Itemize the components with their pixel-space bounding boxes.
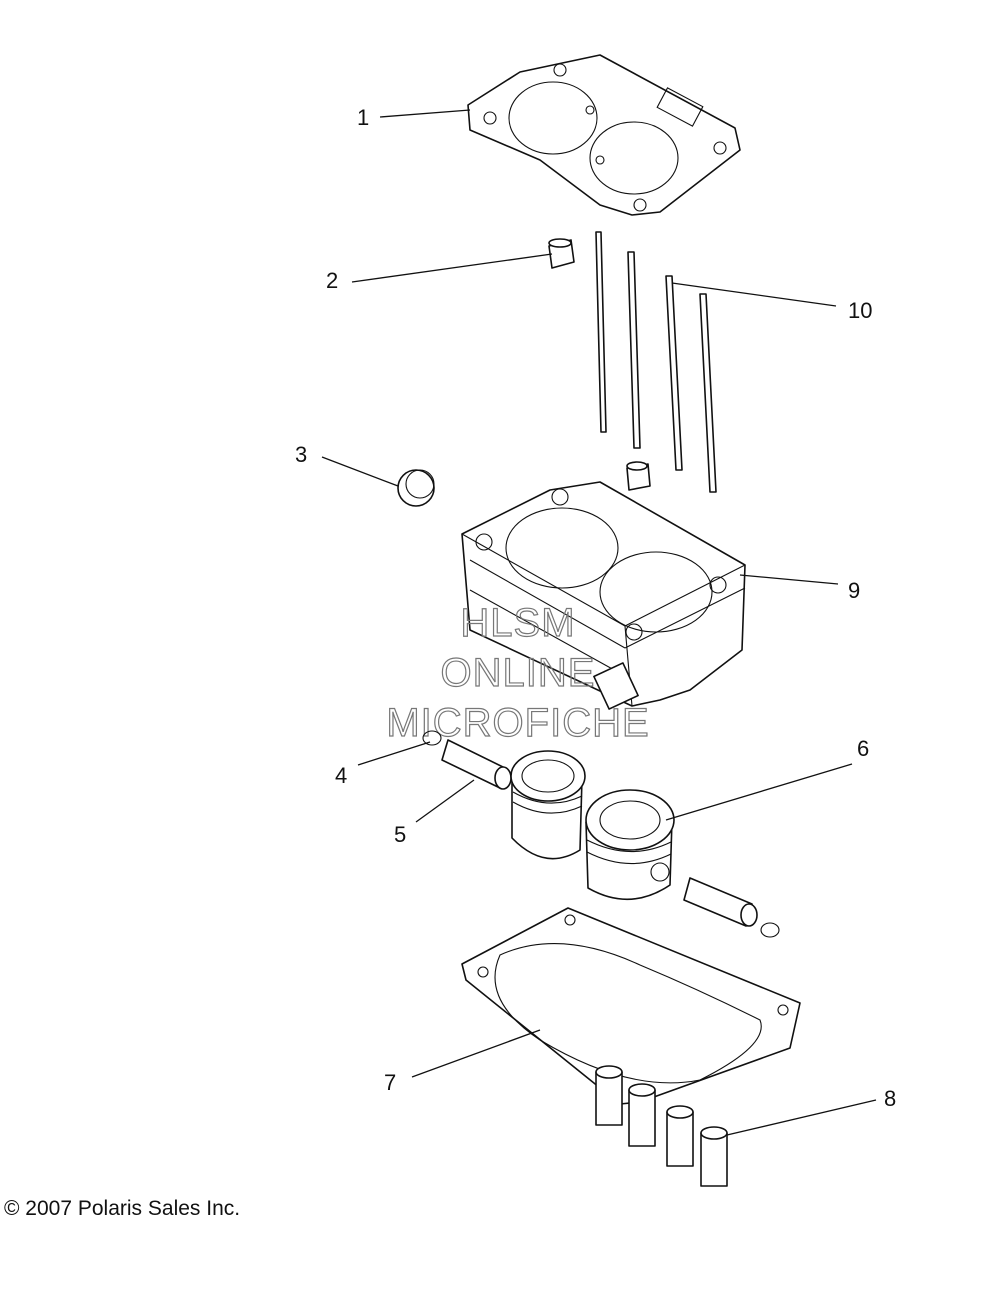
callout-7: 7 (384, 1070, 396, 1095)
dowel-pin-2 (626, 461, 651, 491)
callout-6: 6 (857, 736, 869, 761)
cylinder-block (461, 481, 746, 710)
head-gasket (467, 54, 741, 216)
callout-2: 2 (326, 268, 338, 293)
watermark-line-1: HLSM (460, 601, 575, 645)
watermark: HLSM ONLINE MICROFICHE (386, 600, 650, 745)
plug (397, 469, 435, 507)
callout-3: 3 (295, 442, 307, 467)
callout-1: 1 (357, 105, 369, 130)
watermark-line-3: MICROFICHE (386, 701, 649, 745)
callout-9: 9 (848, 578, 860, 603)
callout-5: 5 (394, 822, 406, 847)
callout-8: 8 (884, 1086, 896, 1111)
leader-lines (321, 109, 877, 1136)
watermark-line-2: ONLINE (441, 651, 596, 695)
callout-labels: 1 2 3 4 5 6 7 8 9 10 (295, 105, 896, 1111)
copyright-notice: © 2007 Polaris Sales Inc. (4, 1197, 241, 1220)
pistons (510, 750, 675, 901)
piston-pin (441, 739, 758, 927)
cylinder-studs (595, 231, 717, 493)
circlip (422, 730, 780, 938)
callout-10: 10 (848, 298, 872, 323)
dowel-sleeves (595, 1065, 728, 1187)
base-gasket (461, 907, 801, 1105)
callout-4: 4 (335, 763, 347, 788)
dowel-pin (548, 238, 575, 269)
